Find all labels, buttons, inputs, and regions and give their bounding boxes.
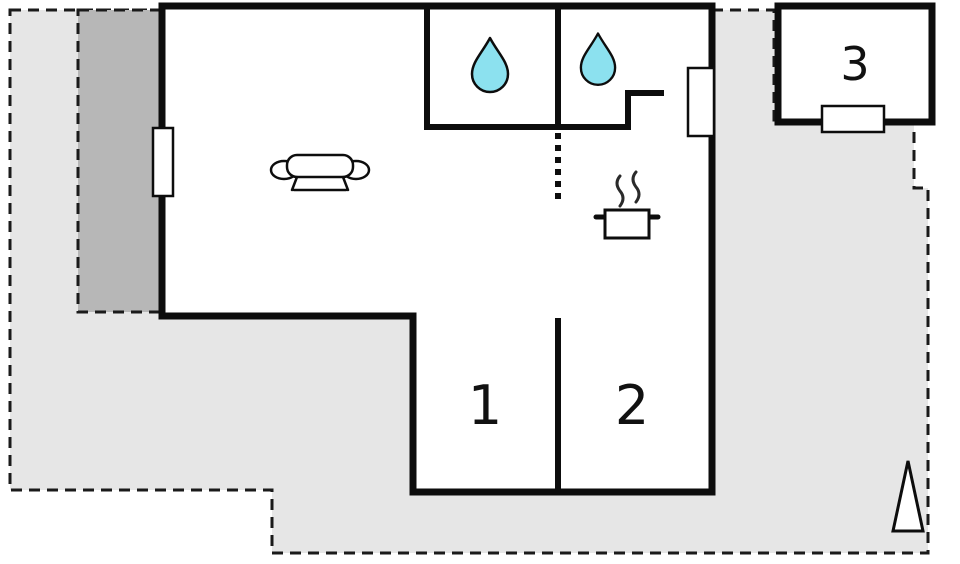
room-3-label: 3 [840, 37, 869, 91]
steam-icon [631, 170, 641, 204]
sofa-icon [269, 153, 371, 192]
north-arrow-icon [891, 460, 925, 533]
stove-pot-icon [593, 170, 661, 240]
window-icon-outbuilding [820, 104, 886, 134]
window-icon-left [151, 126, 175, 198]
steam-icon [615, 174, 625, 208]
windows [151, 66, 886, 198]
water-drop-icon [579, 32, 617, 86]
water-drop-icon [470, 36, 510, 94]
window-icon-right [686, 66, 716, 138]
room-1-label: 1 [468, 374, 502, 437]
room-2-label: 2 [615, 374, 649, 437]
interior-walls [424, 6, 664, 490]
